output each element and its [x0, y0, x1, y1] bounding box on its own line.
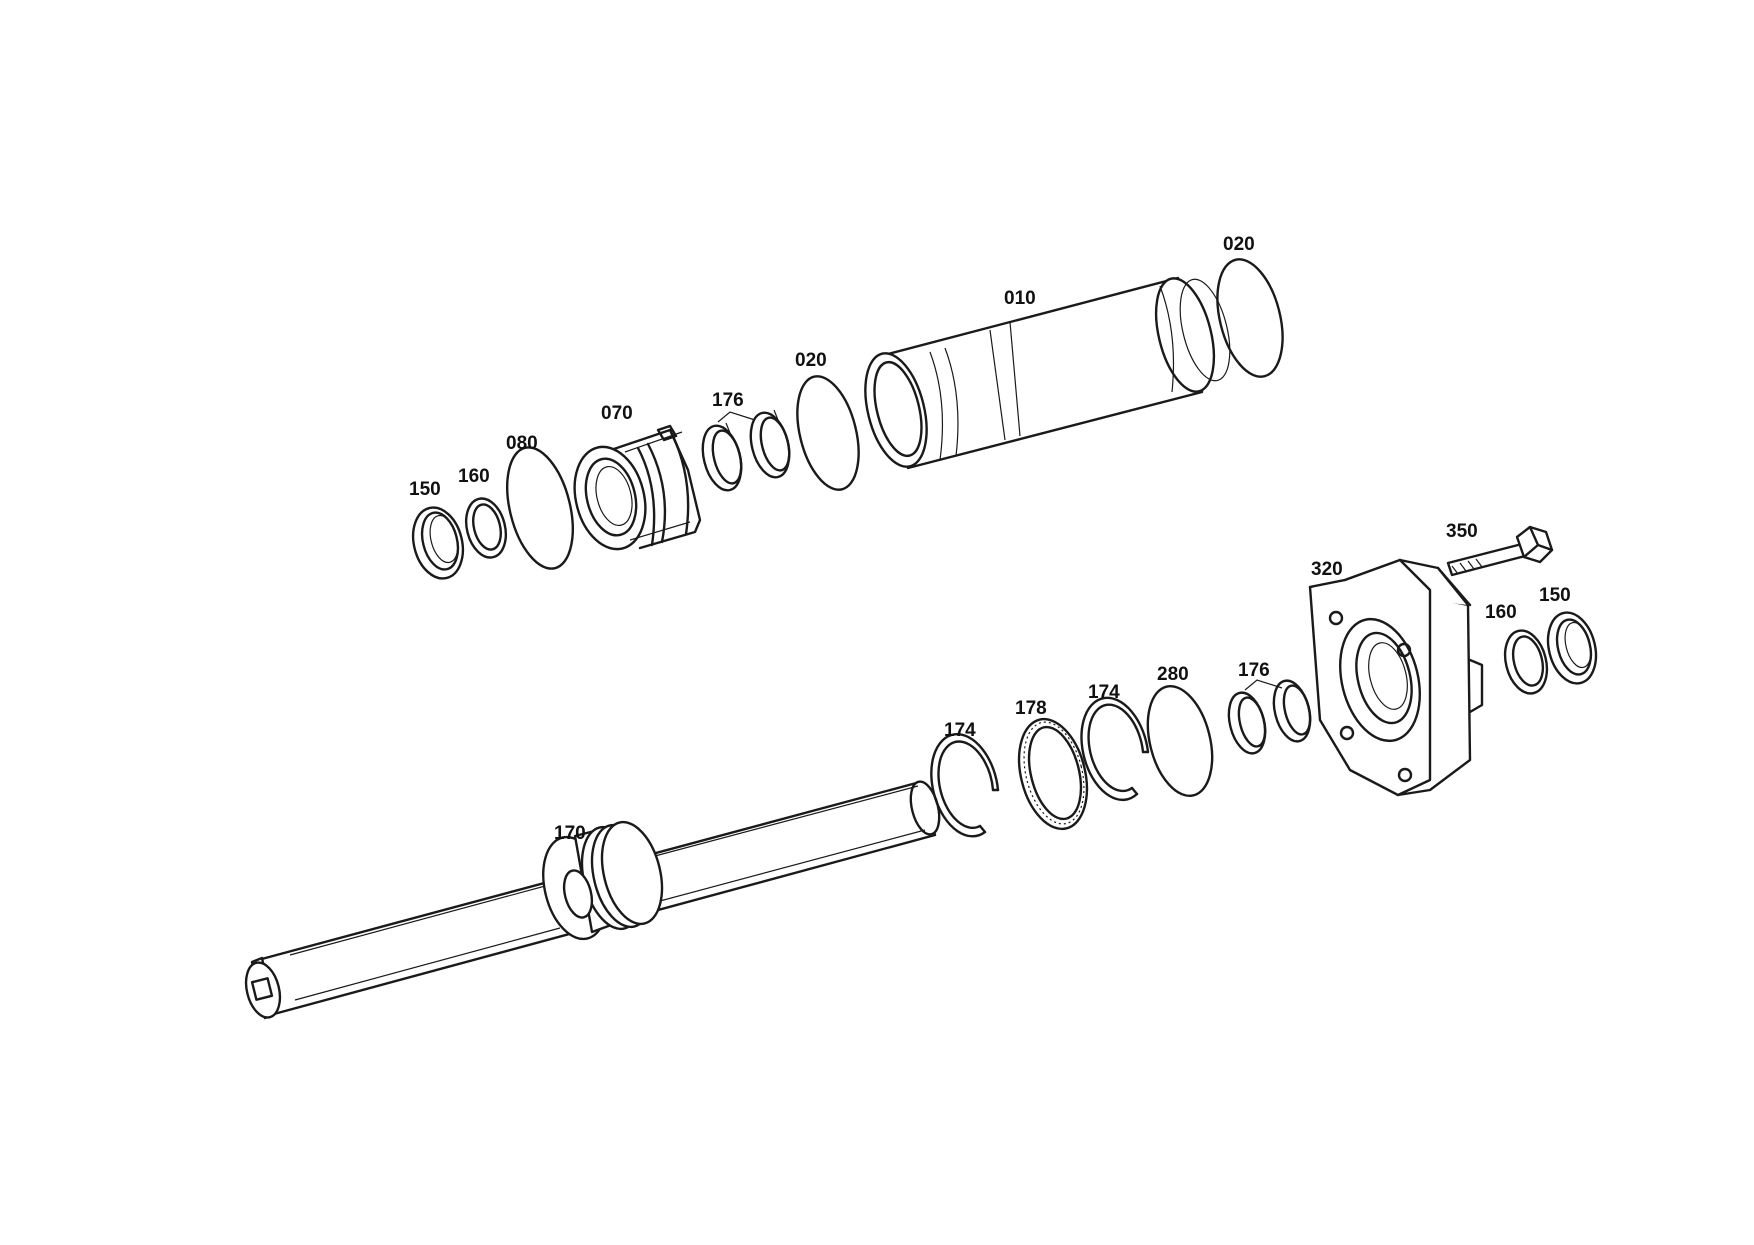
callout-170: 170	[554, 823, 586, 844]
part-280-o-ring	[1146, 684, 1214, 798]
callout-350: 350	[1446, 521, 1478, 542]
part-176-top-guide-rings	[701, 409, 791, 492]
part-350-bolt	[1446, 525, 1554, 577]
callout-320: 320	[1311, 559, 1343, 580]
part-010-cylinder-tube	[864, 276, 1231, 470]
callout-150-left: 150	[409, 479, 441, 500]
part-320-cylinder-head	[1308, 558, 1484, 797]
part-080-o-ring	[506, 446, 574, 570]
callout-020-mid: 020	[795, 350, 827, 371]
callout-174-a: 174	[944, 720, 976, 741]
part-160-left-seal	[464, 497, 508, 559]
part-174-a-split-ring	[930, 733, 1000, 838]
callout-176-bottom: 176	[1238, 660, 1270, 681]
part-176-bottom-guide-rings	[1227, 679, 1312, 755]
part-150-right-wiper-ring	[1546, 611, 1598, 685]
part-170-piston-rod	[244, 780, 941, 1020]
callout-080: 080	[506, 433, 538, 454]
callout-020-top: 020	[1223, 234, 1255, 255]
callout-150-right: 150	[1539, 585, 1571, 606]
callout-174-b: 174	[1088, 682, 1120, 703]
callout-280: 280	[1157, 664, 1189, 685]
callout-160-left: 160	[458, 466, 490, 487]
part-070-piston	[573, 424, 702, 551]
callout-178: 178	[1015, 698, 1047, 719]
callout-070: 070	[601, 403, 633, 424]
callout-160-right: 160	[1485, 602, 1517, 623]
callout-176-top: 176	[712, 390, 744, 411]
part-020-top-o-ring	[1216, 258, 1284, 378]
callout-010: 010	[1004, 288, 1036, 309]
part-160-right-seal	[1503, 629, 1549, 695]
leader-176-bottom	[1244, 679, 1283, 691]
leader-176-top	[717, 411, 756, 423]
part-178-bearing-ring	[1017, 717, 1089, 831]
part-020-mid-o-ring	[796, 375, 860, 491]
part-150-left-wiper-ring	[411, 506, 465, 580]
part-174-b-split-ring	[1080, 696, 1150, 802]
